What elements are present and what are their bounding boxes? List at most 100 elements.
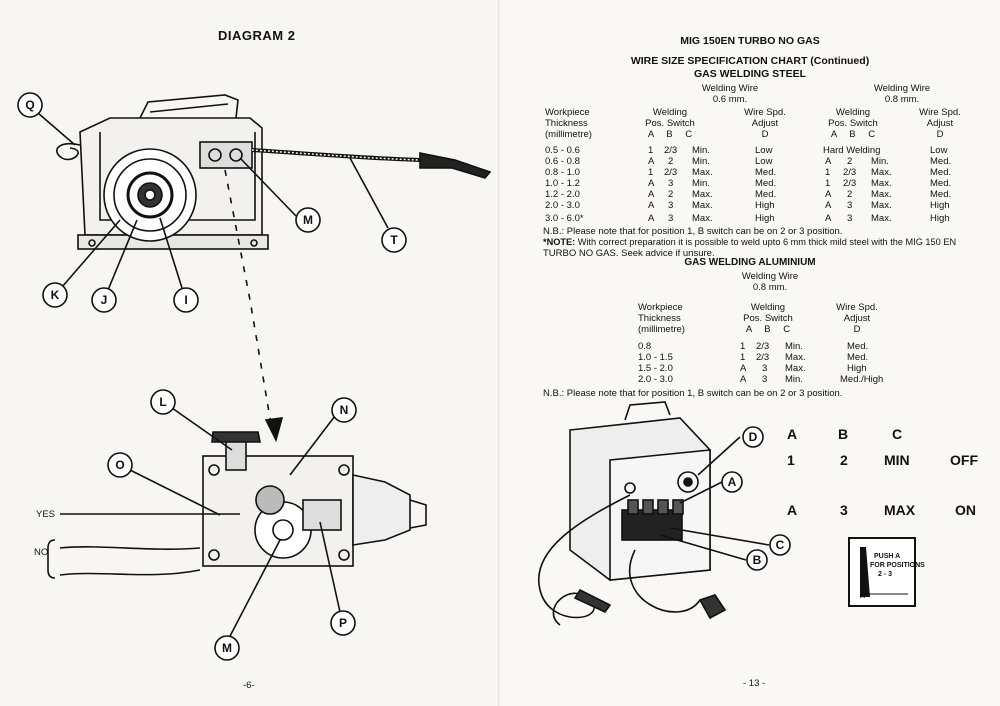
callout-p xyxy=(330,610,356,636)
steel-h-wirespd2: Wire Spd. xyxy=(919,107,961,118)
table-row: 0.5 - 0.6 1 2/3 Min. Low Hard Welding Lo… xyxy=(545,145,948,156)
steel-h-mm: (millimetre) xyxy=(545,129,592,140)
callout-i xyxy=(173,287,199,313)
svg-text:C: C xyxy=(776,538,785,552)
steel-h-adjust: Adjust xyxy=(751,118,779,129)
svg-text:M: M xyxy=(303,213,313,227)
alu-wire: Welding Wire xyxy=(741,271,799,282)
callout-c xyxy=(769,534,791,556)
table-row: 0.6 - 0.8 A 2 Min. Low A 2 Min. Med. xyxy=(545,156,952,167)
table-row: 1.5 - 2.0 A 3 Max. High xyxy=(638,363,867,374)
steel-note: *NOTE: With correct preparation it is po… xyxy=(543,237,957,247)
svg-text:P: P xyxy=(339,616,347,630)
svg-text:L: L xyxy=(159,395,166,409)
callout-j xyxy=(91,287,117,313)
table-row: 0.8 - 1.0 1 2/3 Max. Med. 1 2/3 Max. Med… xyxy=(545,167,952,178)
alu-h-wirespd: Wire Spd. xyxy=(836,302,878,313)
callout-k xyxy=(42,282,68,308)
callout-m2 xyxy=(214,635,240,661)
push-label-box: PUSH A FOR POSITIONS 2 - 3 A xyxy=(848,537,925,607)
alu-h-welding: Welding xyxy=(750,302,786,313)
alu-h-mm: (millimetre) xyxy=(638,324,685,335)
switch-row2-b: 3 xyxy=(840,502,848,518)
welder-front-illustration: D A C B xyxy=(537,401,791,626)
steel-h-adjust2: Adjust xyxy=(926,118,954,129)
table-row: 1.0 - 1.2 A 3 Min. Med. 1 2/3 Max. Med. xyxy=(545,178,952,189)
switch-row2-c: MAX xyxy=(884,502,916,518)
push-label-line1: PUSH A xyxy=(874,553,901,560)
alu-h-thickness: Thickness xyxy=(638,313,681,324)
steel-title: GAS WELDING STEEL xyxy=(693,68,806,80)
steel-h-workpiece: Workpiece xyxy=(545,107,590,118)
steel-h-d: D xyxy=(761,129,769,140)
table-row: 0.8 1 2/3 Min. Med. xyxy=(638,341,869,352)
switch-row1-c: MIN xyxy=(884,452,910,468)
wire1-label: Welding Wire xyxy=(701,83,759,94)
switch-row1-d: OFF xyxy=(950,452,978,468)
svg-text:N: N xyxy=(340,403,349,417)
diagram-title: DIAGRAM 2 xyxy=(218,28,296,43)
svg-text:O: O xyxy=(115,458,124,472)
wire2-label: Welding Wire xyxy=(873,83,931,94)
svg-text:K: K xyxy=(51,288,60,302)
steel-h-pos2: Pos. Switch xyxy=(828,118,878,129)
left-page-number: -6- xyxy=(243,680,255,691)
table-row: 1.0 - 1.5 1 2/3 Max. Med. xyxy=(638,352,869,363)
callout-m xyxy=(295,207,321,233)
yes-label: YES xyxy=(36,509,56,520)
welder-diagram: Q M T K J I L N O P M xyxy=(17,92,492,661)
left-page: DIAGRAM 2 xyxy=(17,28,492,691)
alu-h-workpiece: Workpiece xyxy=(638,302,683,313)
callout-n xyxy=(331,397,357,423)
push-label-line4: A xyxy=(860,593,866,600)
steel-h-wirespd: Wire Spd. xyxy=(744,107,786,118)
steel-nb: N.B.: Please note that for position 1, B… xyxy=(543,226,843,237)
switch-header-a: A xyxy=(787,426,798,442)
table-row: 1.2 - 2.0 A 2 Max. Med. A 2 Max. Med. xyxy=(545,189,952,200)
no-label: NO xyxy=(34,547,49,558)
switch-row2-d: ON xyxy=(955,502,976,518)
callout-a xyxy=(721,471,743,493)
table-row: 3.0 - 6.0* A 3 Max. High A 3 Max. High xyxy=(545,213,950,224)
switch-row1-b: 2 xyxy=(840,452,848,468)
wire1-size: 0.6 mm. xyxy=(712,94,748,105)
svg-text:I: I xyxy=(184,293,187,307)
alu-h-abc: A B C xyxy=(745,324,791,335)
callout-q-label: Q xyxy=(25,98,34,112)
callout-d xyxy=(742,426,764,448)
table-row: 2.0 - 3.0 A 3 Min. Med./High xyxy=(638,374,884,385)
svg-text:A: A xyxy=(728,475,737,489)
push-label-line2: FOR POSITIONS xyxy=(870,562,925,569)
steel-h-welding2: Welding xyxy=(835,107,871,118)
callout-b xyxy=(746,549,768,571)
steel-h-abc: A B C xyxy=(647,129,693,140)
aluminium-title: GAS WELDING ALUMINIUM xyxy=(684,257,816,268)
svg-text:M: M xyxy=(222,641,232,655)
svg-text:T: T xyxy=(390,233,398,247)
wire2-size: 0.8 mm. xyxy=(884,94,920,105)
alu-h-d: D xyxy=(853,324,861,335)
steel-note-2: TURBO NO GAS. Seek advice if unsure. xyxy=(543,248,715,259)
switch-row1-a: 1 xyxy=(787,452,795,468)
table-row: 2.0 - 3.0 A 3 Max. High A 3 Max. High xyxy=(545,200,950,211)
svg-text:J: J xyxy=(101,293,108,307)
steel-h-thickness: Thickness xyxy=(545,118,588,129)
steel-h-d2: D xyxy=(936,129,944,140)
callout-l xyxy=(150,389,176,415)
alu-h-adjust: Adjust xyxy=(843,313,871,324)
callout-o xyxy=(107,452,133,478)
alu-h-pos: Pos. Switch xyxy=(743,313,793,324)
svg-text:B: B xyxy=(753,553,762,567)
switch-header-c: C xyxy=(892,426,903,442)
steel-h-pos: Pos. Switch xyxy=(645,118,695,129)
steel-h-welding: Welding xyxy=(652,107,688,118)
callout-t xyxy=(381,227,407,253)
right-page: MIG 150EN TURBO NO GAS WIRE SIZE SPECIFI… xyxy=(500,0,1000,706)
switch-icon xyxy=(860,547,908,597)
switch-header-b: B xyxy=(838,426,849,442)
aluminium-nb: N.B.: Please note that for position 1, B… xyxy=(543,388,843,399)
push-label-line3: 2 - 3 xyxy=(878,571,893,578)
alu-wire-size: 0.8 mm. xyxy=(752,282,788,293)
chart-title: WIRE SIZE SPECIFICATION CHART (Continued… xyxy=(630,55,870,67)
switch-row2-a: A xyxy=(787,502,798,518)
